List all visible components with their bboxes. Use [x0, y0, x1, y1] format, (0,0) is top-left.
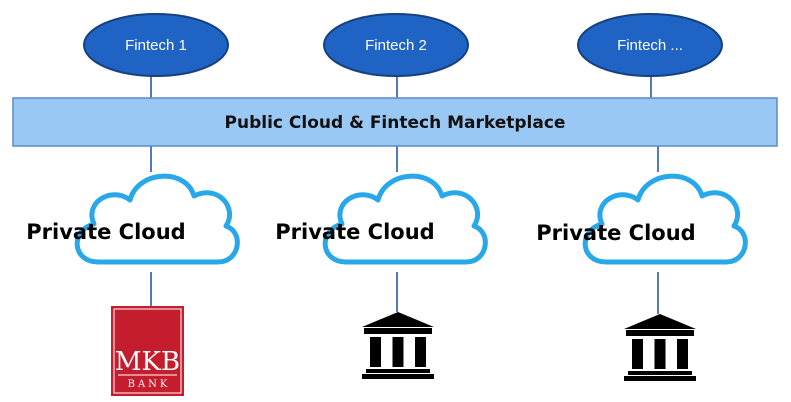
marketplace-label: Public Cloud & Fintech Marketplace	[225, 113, 566, 133]
mkb-logo-subtext: BANK	[128, 379, 171, 390]
cloud-label: Private Cloud	[275, 220, 434, 244]
marketplace-bar-rect	[12, 97, 778, 147]
connector-lines	[150, 75, 659, 314]
cloud-outline-icon	[585, 176, 745, 262]
fintech-node-2: Fintech 2	[323, 13, 469, 77]
fintech-ellipse	[323, 13, 469, 77]
fintech-node-1: Fintech 1	[83, 13, 229, 77]
fintech-ellipse	[577, 13, 723, 77]
private-cloud-2: Private Cloud	[275, 176, 485, 262]
mkb-logo-inner-border	[113, 308, 182, 394]
fintech-node-3: Fintech ...	[577, 13, 723, 77]
fintech-label: Fintech 2	[365, 37, 427, 54]
cloud-label: Private Cloud	[26, 220, 185, 244]
mkb-logo-text: MKB	[115, 347, 180, 377]
mkb-bank-logo: MKB BANK	[111, 306, 184, 396]
fintech-label: Fintech 1	[125, 37, 187, 54]
marketplace-bar: Public Cloud & Fintech Marketplace	[12, 97, 778, 147]
cloud-label: Private Cloud	[536, 221, 695, 245]
mkb-logo-background	[111, 306, 184, 396]
fintech-ellipse	[83, 13, 229, 77]
fintech-label: Fintech ...	[617, 37, 683, 54]
bank-building-icon	[362, 312, 434, 379]
private-cloud-3: Private Cloud	[536, 176, 745, 262]
private-cloud-1: Private Cloud	[26, 176, 237, 262]
bank-building-icon	[624, 314, 696, 381]
